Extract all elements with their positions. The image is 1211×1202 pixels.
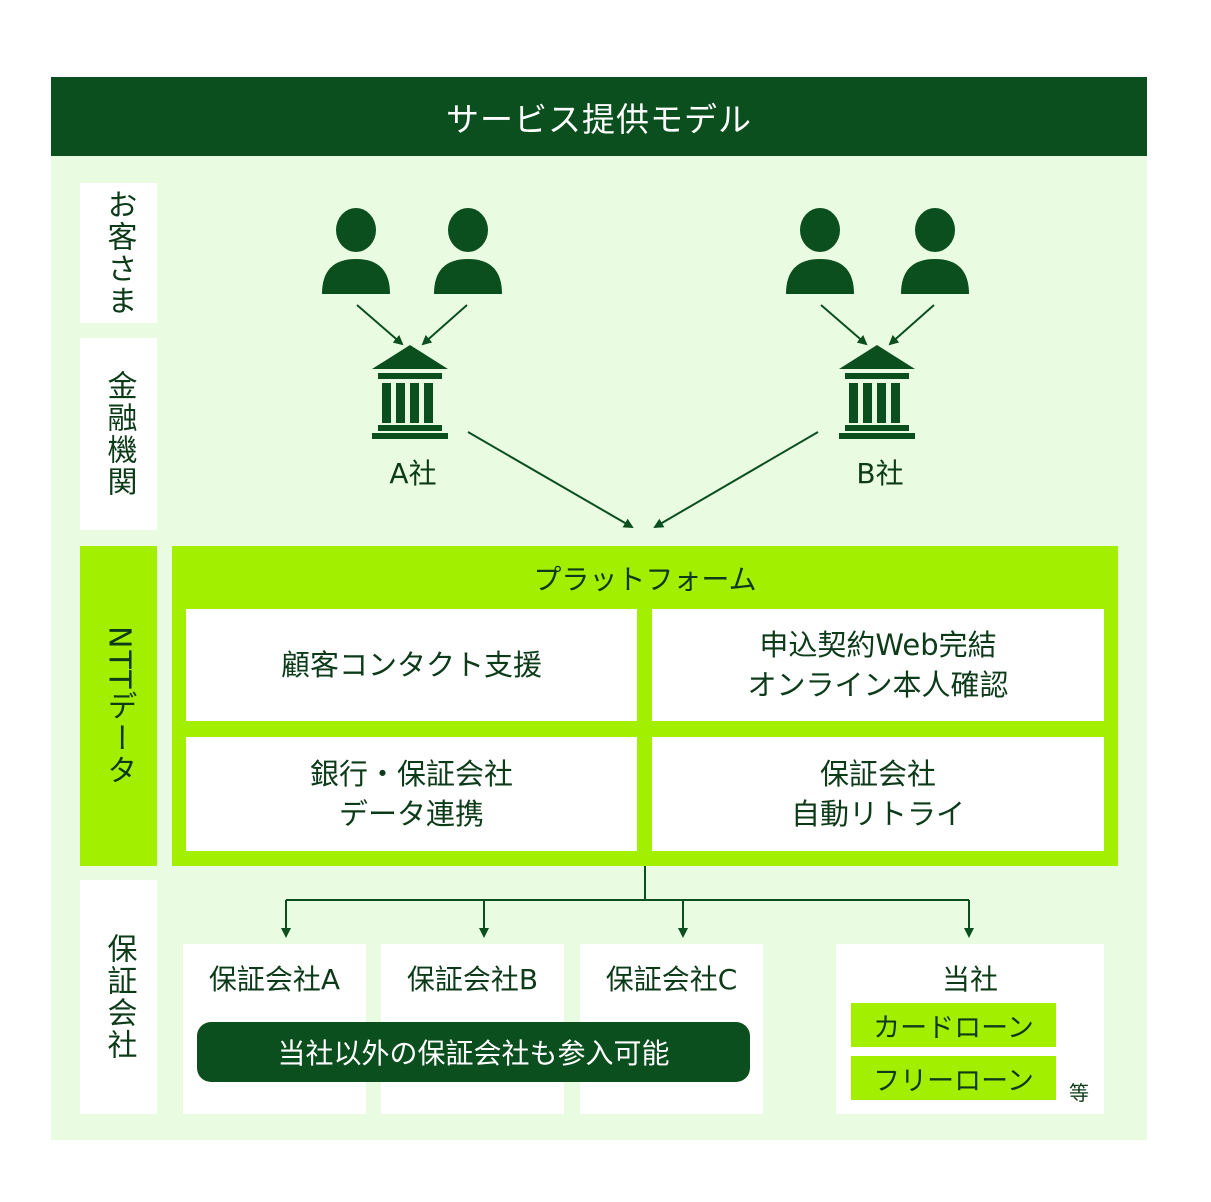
- loan-card: カードローン: [851, 1003, 1056, 1047]
- etc-label: 等: [1069, 1081, 1089, 1105]
- guarantor-b-label: 保証会社B: [406, 963, 539, 996]
- arrow-icon: [421, 304, 468, 346]
- platform-cell-data: 銀行・保証会社 データ連携: [186, 737, 637, 851]
- arrow-icon: [820, 304, 868, 346]
- diagram-title: サービス提供モデル: [51, 77, 1147, 156]
- arrow-icon: [356, 304, 404, 346]
- guarantor-a-label: 保証会社A: [208, 963, 341, 996]
- arrow-icon: [888, 304, 935, 346]
- platform-title: プラットフォーム: [533, 563, 757, 596]
- platform-cell-retry: 保証会社 自動リトライ: [652, 737, 1104, 851]
- bank-b-label: B社: [856, 457, 904, 490]
- row-label-customers: お客さま: [80, 183, 157, 323]
- person-icon: [901, 208, 969, 294]
- guarantor-c-label: 保証会社C: [605, 963, 738, 996]
- row-label-financial: 金融機関: [80, 338, 157, 530]
- person-icon: [322, 208, 390, 294]
- bank-icon: [839, 345, 915, 439]
- person-icon: [786, 208, 854, 294]
- entry-note: 当社以外の保証会社も参入可能: [197, 1022, 750, 1082]
- person-icon: [434, 208, 502, 294]
- platform-cell-contact: 顧客コンタクト支援: [186, 609, 637, 721]
- row-label-ntt: NTTデータ: [80, 546, 157, 866]
- row-label-guarantee: 保証会社: [80, 880, 157, 1114]
- arrow-icon: [653, 431, 819, 529]
- arrow-icon: [467, 431, 634, 529]
- loan-free: フリーローン: [851, 1056, 1056, 1100]
- own-company-label: 当社: [941, 963, 998, 996]
- bank-icon: [372, 345, 448, 439]
- platform-cell-web: 申込契約Web完結 オンライン本人確認: [652, 609, 1104, 721]
- bank-a-label: A社: [389, 457, 437, 490]
